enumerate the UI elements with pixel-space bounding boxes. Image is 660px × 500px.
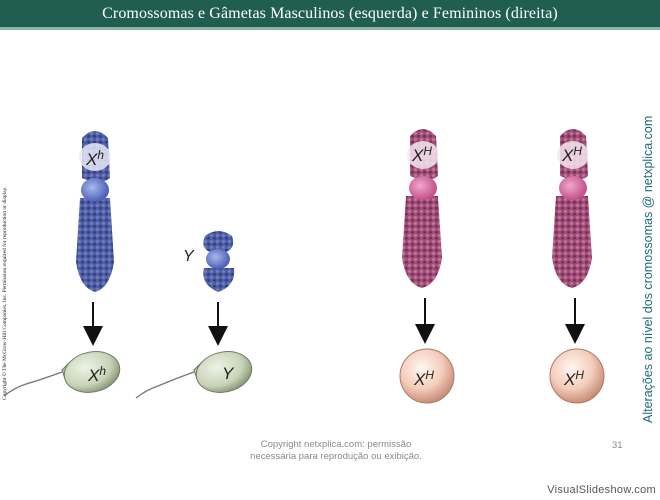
female-x-chromosome-2 bbox=[552, 129, 592, 288]
egg-2-label: XH bbox=[564, 368, 584, 389]
female-x-label-1: XH bbox=[412, 144, 432, 165]
female-x-chromosome-1 bbox=[402, 129, 442, 288]
page-number: 31 bbox=[612, 440, 623, 451]
female-x-label-2: XH bbox=[562, 144, 582, 165]
y-chromosome bbox=[203, 231, 235, 292]
arrows bbox=[83, 298, 585, 346]
footer-copyright: Copyright netxplica.com: permissão neces… bbox=[236, 439, 436, 463]
egg-1-label: XH bbox=[414, 368, 434, 389]
egg-2 bbox=[549, 348, 605, 404]
male-x-chromosome bbox=[76, 131, 114, 292]
sperm-x-label: Xh bbox=[88, 364, 106, 385]
watermark: VisualSlideshow.com bbox=[547, 484, 656, 496]
male-x-label: Xh bbox=[86, 148, 104, 169]
title-bar: Cromossomas e Gâmetas Masculinos (esquer… bbox=[0, 0, 660, 30]
egg-1 bbox=[399, 348, 455, 404]
slide-title: Cromossomas e Gâmetas Masculinos (esquer… bbox=[102, 5, 558, 22]
y-chromosome-label: Y bbox=[183, 248, 194, 265]
sperm-x bbox=[3, 351, 121, 397]
footer-line-1: Copyright netxplica.com: permissão bbox=[260, 439, 412, 450]
sperm-y bbox=[135, 351, 253, 399]
footer-line-2: necessária para reprodução ou exibição. bbox=[250, 451, 422, 462]
sperm-y-label: Y bbox=[222, 364, 234, 383]
